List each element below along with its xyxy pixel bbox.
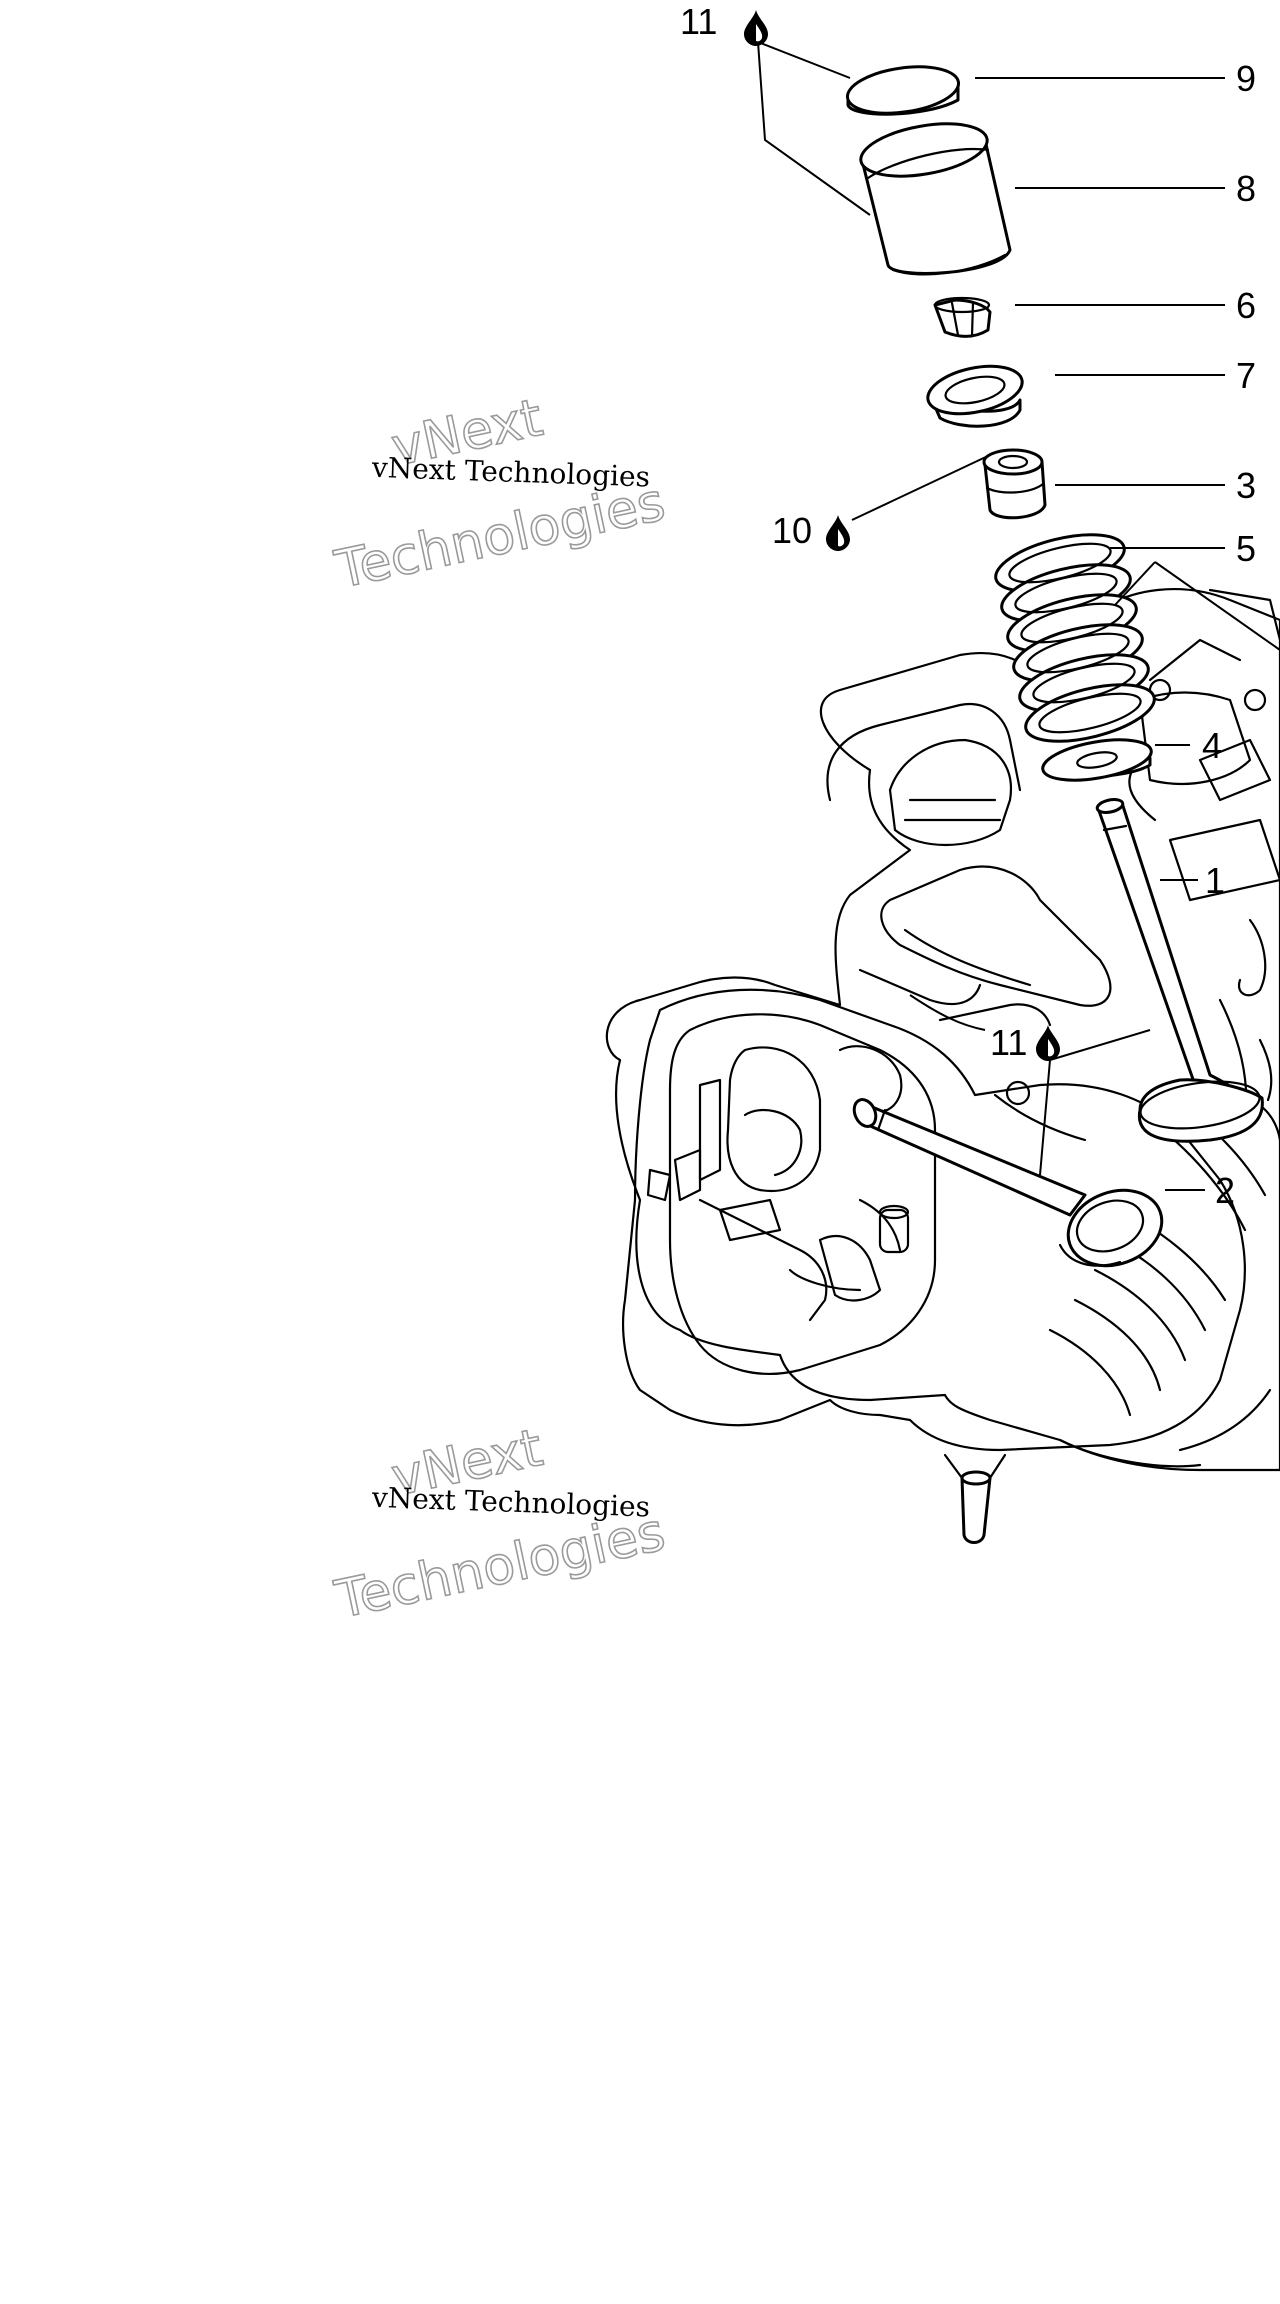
part-6-valve-collets	[933, 296, 992, 338]
oil-drop-icon	[1036, 1025, 1060, 1061]
leader-lines	[757, 41, 1280, 1191]
part-9-shim	[845, 65, 961, 116]
callout-labels: 9 8 6 7 3 5 4 1 2 11 10 11	[680, 1, 1256, 1211]
callout-11-mid: 11	[990, 1022, 1027, 1063]
callout-3: 3	[1236, 465, 1256, 506]
part-2-valve	[852, 1098, 1164, 1268]
part-4-spring-seat-washer	[1041, 738, 1153, 782]
part-3-valve-stem-seal	[982, 448, 1047, 520]
callout-5: 5	[1236, 528, 1256, 569]
callout-4: 4	[1202, 725, 1222, 766]
part-5-valve-spring	[994, 533, 1156, 743]
watermark-top: vNext vNext Technologies Technologies	[329, 387, 671, 601]
part-1-valve	[1095, 798, 1264, 1143]
callout-11-top: 11	[680, 1, 717, 42]
part-8-tappet-bucket	[859, 122, 1012, 276]
callout-7: 7	[1236, 355, 1256, 396]
callout-2: 2	[1215, 1170, 1235, 1211]
watermark-technologies: Technologies	[330, 472, 670, 600]
oil-drop-icon	[826, 515, 850, 551]
cylinder-head-drawing	[605, 588, 1280, 1544]
callout-6: 6	[1236, 285, 1256, 326]
part-7-spring-retainer	[926, 364, 1024, 428]
callout-8: 8	[1236, 168, 1256, 209]
callout-10: 10	[772, 510, 812, 551]
watermark-technologies: Technologies	[330, 1502, 670, 1630]
oil-drop-icon	[744, 10, 768, 46]
callout-1: 1	[1205, 860, 1225, 901]
watermark-bottom: vNext vNext Technologies Technologies	[329, 1417, 671, 1631]
callout-9: 9	[1236, 58, 1256, 99]
